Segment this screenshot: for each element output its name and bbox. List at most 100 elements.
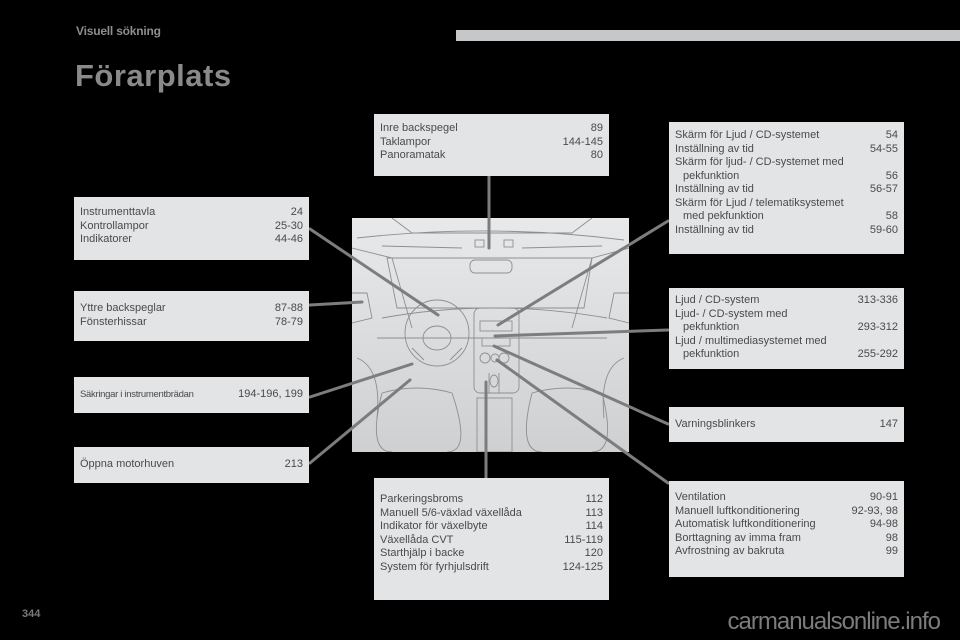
item-page[interactable]: 54-55 (869, 142, 898, 155)
list-item: Säkringar i instrumentbrädan 194-196, 199 (80, 388, 303, 402)
item-page[interactable]: 144-145 (562, 135, 603, 148)
item-label: Ljud- / CD-system med (675, 307, 788, 320)
item-label: Inställning av tid (675, 183, 754, 195)
item-label: Skärm för ljud- / CD-systemet med (675, 156, 844, 168)
box-hazard: Varningsblinkers 147 (669, 407, 904, 442)
item-label: Varningsblinkers (675, 418, 756, 430)
list-item: Borttagning av imma fram 98 (675, 532, 898, 546)
list-item: Instrumenttavla 24 (80, 206, 303, 220)
item-label: Indikator för växelbyte (380, 520, 488, 532)
list-item: pekfunktion 255-292 (675, 348, 898, 362)
list-item: Parkeringsbroms 112 (380, 493, 603, 507)
item-label: Ljud / CD-system (675, 294, 760, 306)
item-page[interactable]: 113 (585, 506, 603, 519)
list-item: Automatisk luftkonditionering 94-98 (675, 518, 898, 532)
item-page[interactable]: 120 (584, 547, 603, 559)
item-page[interactable]: 54 (885, 129, 898, 141)
item-page[interactable]: 255-292 (857, 348, 898, 360)
item-page[interactable]: 78-79 (274, 315, 303, 328)
item-page[interactable]: 124-125 (562, 560, 603, 573)
item-label: Manuell 5/6-växlad växellåda (380, 506, 522, 519)
box-transmission: Parkeringsbroms 112 Manuell 5/6-växlad vä… (374, 478, 609, 600)
item-label: pekfunktion (683, 348, 740, 360)
item-page[interactable]: 115-119 (564, 533, 603, 546)
list-item: Ventilation 90-91 (675, 491, 898, 505)
item-page[interactable]: 112 (585, 493, 603, 505)
item-page[interactable]: 194-196, 199 (238, 388, 303, 400)
item-label: Ventilation (675, 491, 726, 503)
item-label: Växellåda CVT (380, 533, 454, 546)
item-page[interactable]: 87-88 (274, 302, 303, 314)
list-item: Ljud / CD-system 313-336 (675, 294, 898, 308)
list-item: Skärm för Ljud / telematiksystemet (675, 197, 898, 211)
item-label: Inställning av tid (675, 142, 754, 155)
item-label: Parkeringsbroms (380, 493, 464, 505)
item-label: Panoramatak (380, 149, 446, 161)
page-number: 344 (22, 608, 41, 620)
item-label: Instrumenttavla (80, 206, 156, 218)
item-page[interactable]: 58 (885, 210, 898, 222)
item-label: Starthjälp i backe (380, 547, 465, 559)
list-item: Inställning av tid 54-55 (675, 143, 898, 157)
list-item: Ljud / multimediasystemet med (675, 335, 898, 349)
list-item: Skärm för Ljud / CD-systemet 54 (675, 129, 898, 143)
box-mirror-roof: Inre backspegel 89 Taklampor 144-145 Pan… (374, 114, 609, 176)
item-label: Fönsterhissar (80, 315, 147, 328)
box-screens: Skärm för Ljud / CD-systemet 54 Inställni… (669, 122, 904, 254)
list-item: Panoramatak 80 (380, 149, 603, 163)
list-item: Skärm för ljud- / CD-systemet med (675, 156, 898, 170)
box-fuses: Säkringar i instrumentbrädan 194-196, 199 (74, 377, 309, 413)
item-page[interactable]: 213 (284, 458, 303, 470)
item-page[interactable]: 59-60 (869, 223, 898, 236)
header-bar (456, 30, 960, 41)
list-item: Inre backspegel 89 (380, 122, 603, 136)
list-item: Taklampor 144-145 (380, 136, 603, 150)
item-page[interactable]: 293-312 (857, 321, 898, 333)
list-item: Ljud- / CD-system med (675, 308, 898, 322)
item-page[interactable]: 98 (885, 531, 898, 544)
item-page[interactable]: 94-98 (869, 518, 898, 530)
item-page[interactable]: 90-91 (869, 491, 898, 503)
item-label: Skärm för Ljud / telematiksystemet (675, 196, 844, 209)
item-page[interactable]: 99 (885, 545, 898, 557)
item-page[interactable]: 56-57 (869, 183, 898, 195)
box-audio: Ljud / CD-system 313-336 Ljud- / CD-syste… (669, 288, 904, 369)
item-page[interactable]: 147 (879, 418, 898, 430)
list-item: System för fyrhjulsdrift 124-125 (380, 561, 603, 575)
item-label: Automatisk luftkonditionering (675, 518, 816, 530)
page-title: Förarplats (75, 58, 232, 93)
item-label: Borttagning av imma fram (675, 531, 801, 544)
item-label: Säkringar i instrumentbrädan (80, 389, 194, 400)
list-item: Indikator för växelbyte 114 (380, 520, 603, 534)
list-item: pekfunktion 293-312 (675, 321, 898, 335)
item-page[interactable]: 89 (590, 122, 603, 134)
item-page[interactable]: 92-93, 98 (851, 504, 898, 517)
item-label: System för fyrhjulsdrift (380, 560, 489, 573)
item-label: Skärm för Ljud / CD-systemet (675, 129, 820, 141)
box-climate: Ventilation 90-91 Manuell luftkonditioner… (669, 481, 904, 577)
item-page[interactable]: 44-46 (274, 233, 303, 245)
list-item: Varningsblinkers 147 (675, 418, 898, 432)
item-page[interactable]: 114 (585, 520, 603, 532)
item-page[interactable]: 24 (290, 206, 303, 218)
item-label: pekfunktion (683, 321, 740, 333)
item-page[interactable]: 313-336 (857, 294, 898, 306)
list-item: Fönsterhissar 78-79 (80, 316, 303, 330)
item-page[interactable]: 25-30 (274, 219, 303, 232)
item-page[interactable]: 56 (885, 169, 898, 182)
car-interior-diagram (351, 217, 630, 453)
item-label: Avfrostning av bakruta (675, 545, 785, 557)
item-page[interactable]: 80 (590, 149, 603, 161)
list-item: Inställning av tid 56-57 (675, 183, 898, 197)
